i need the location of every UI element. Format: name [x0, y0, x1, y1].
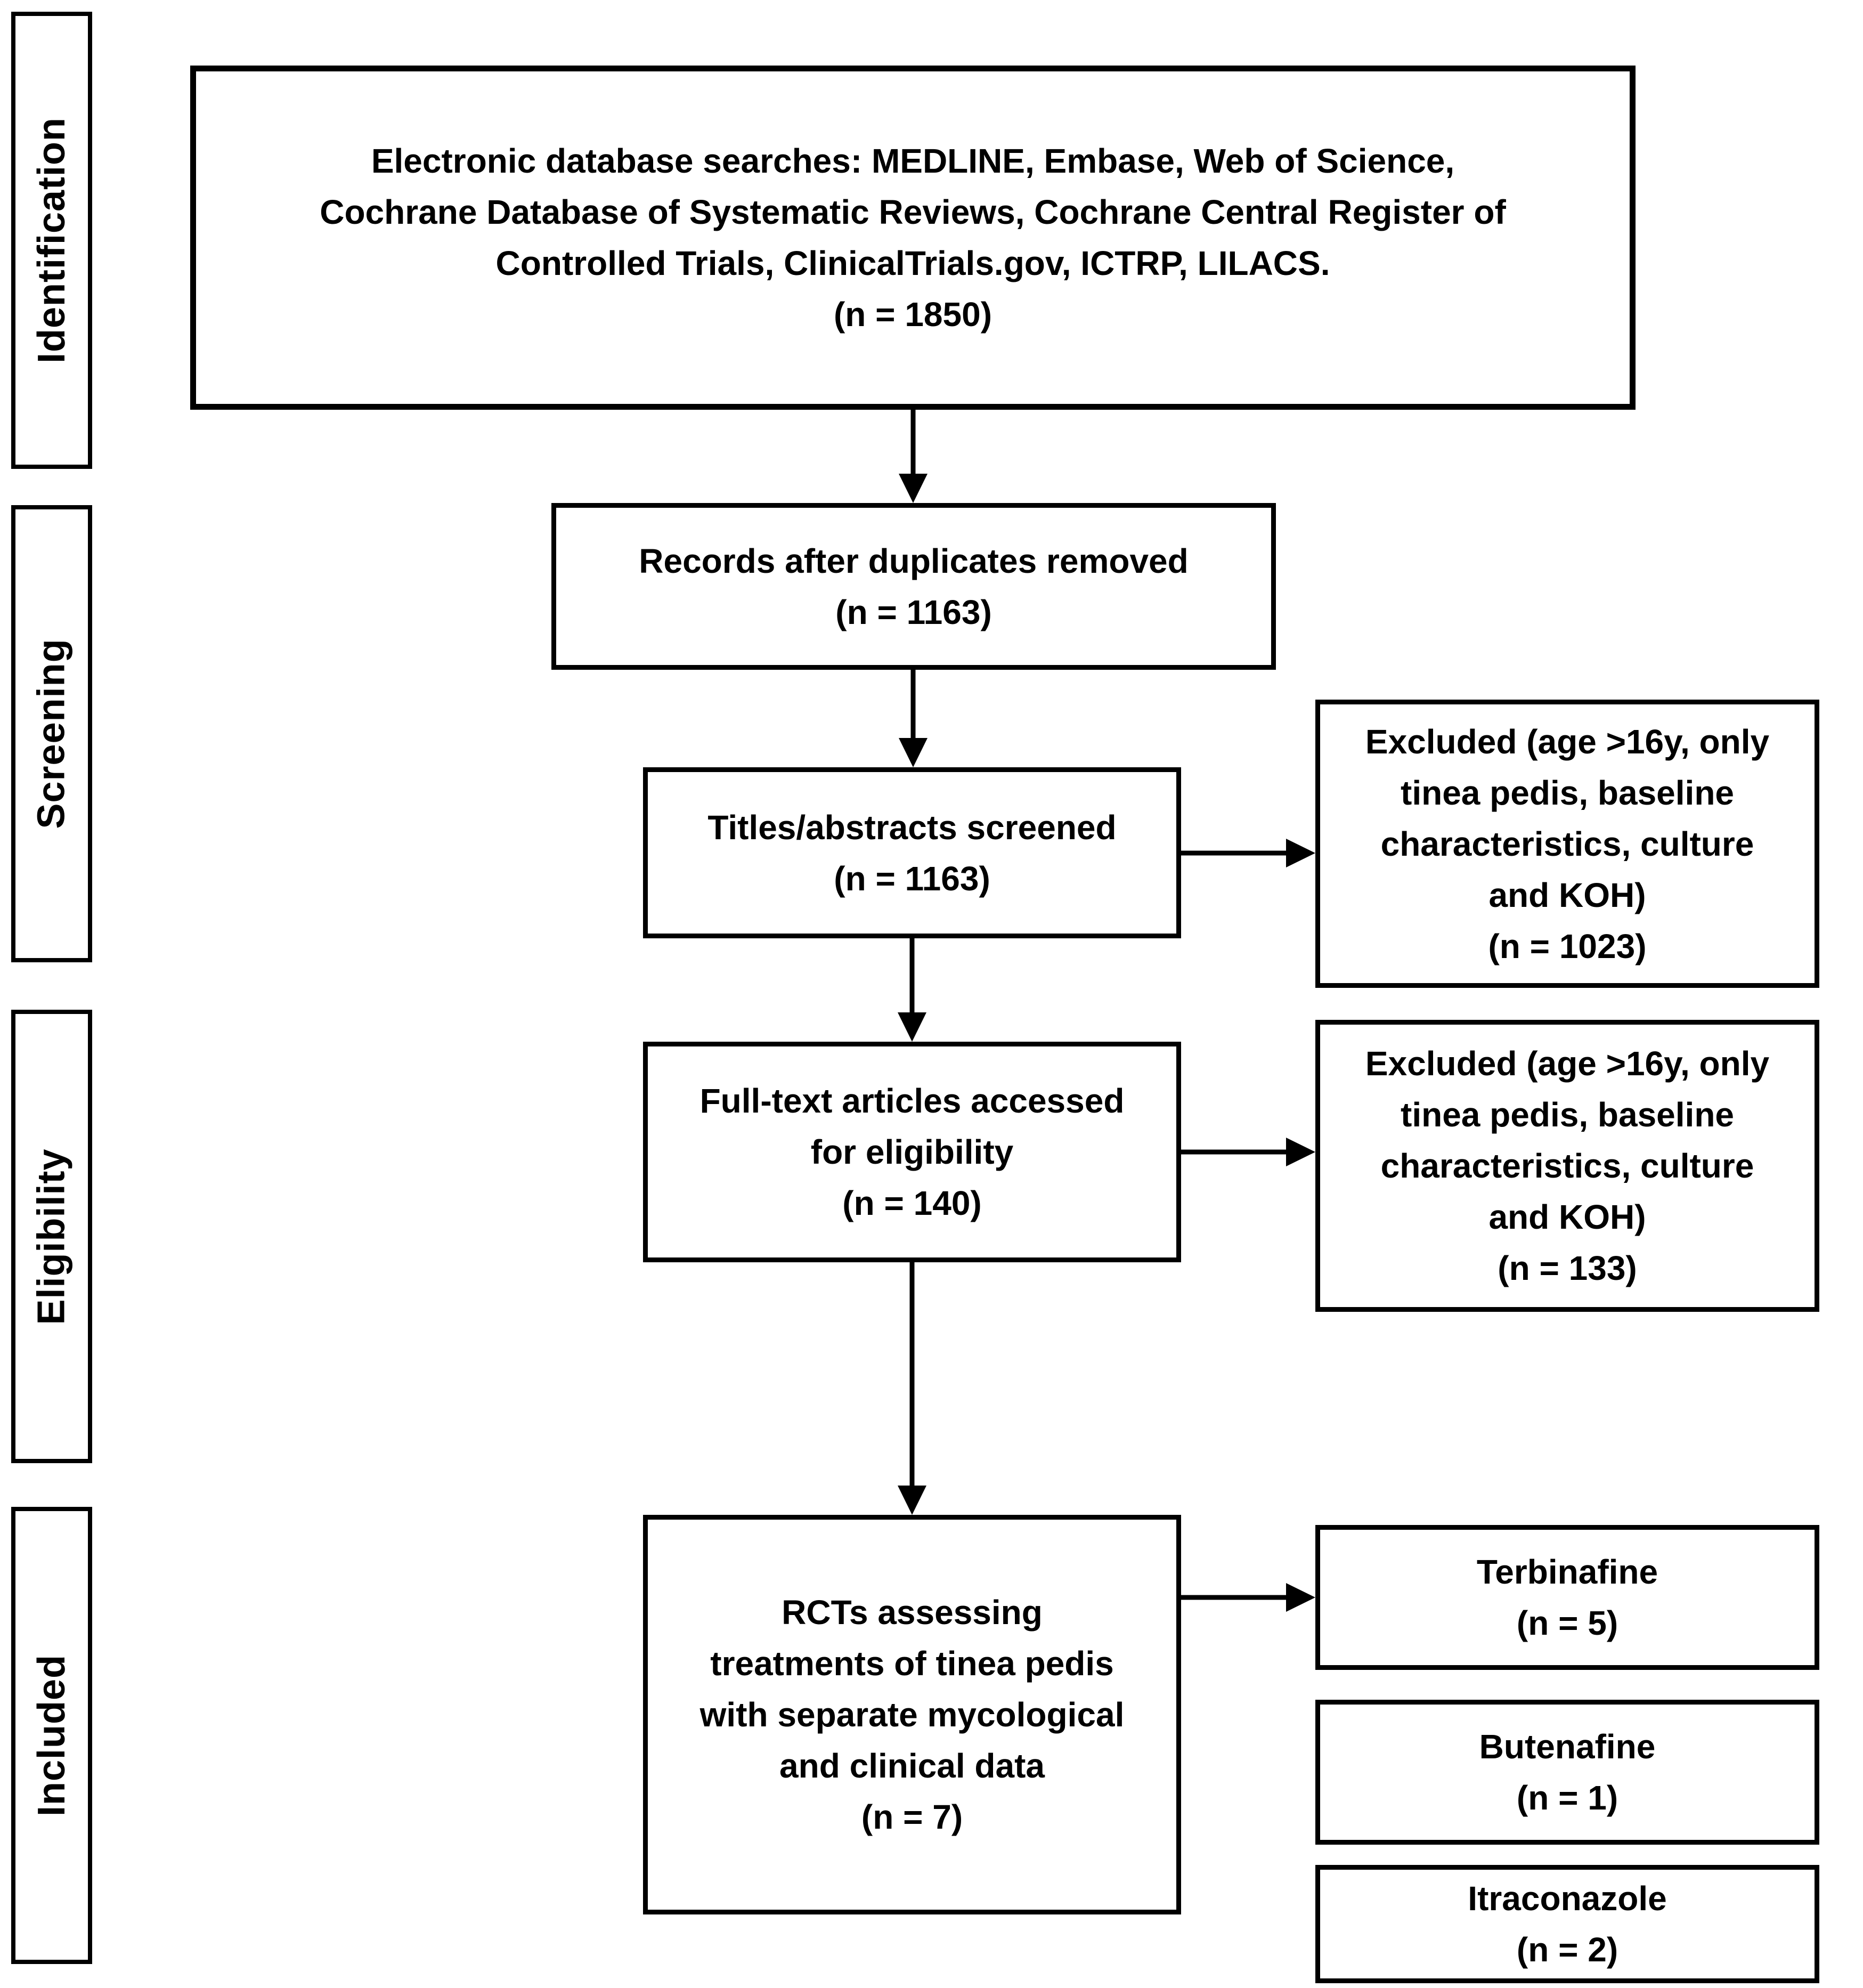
box-database-searches-count: (n = 1850): [833, 295, 992, 334]
box-butenafine: Butenafine (n = 1): [1315, 1700, 1819, 1845]
box-terbinafine-count: (n = 5): [1516, 1604, 1618, 1642]
box-included-rcts-count: (n = 7): [861, 1798, 963, 1836]
box-itraconazole: Itraconazole (n = 2): [1315, 1865, 1819, 1983]
arrow-search-to-records: [899, 410, 928, 503]
box-database-searches-text: Electronic database searches: MEDLINE, E…: [320, 142, 1506, 282]
box-records-after-duplicates-count: (n = 1163): [835, 593, 992, 631]
box-records-after-duplicates-text: Records after duplicates removed: [639, 541, 1189, 580]
arrow-fulltext-to-rcts: [898, 1262, 926, 1515]
box-excluded-screening-count: (n = 1023): [1488, 927, 1647, 965]
arrow-records-to-titles: [899, 670, 928, 767]
box-terbinafine-text: Terbinafine: [1476, 1553, 1658, 1591]
box-titles-abstracts-screened-text: Titles/abstracts screened: [707, 808, 1117, 847]
box-titles-abstracts-screened-count: (n = 1163): [834, 859, 990, 898]
box-terbinafine: Terbinafine (n = 5): [1315, 1525, 1819, 1670]
box-itraconazole-text: Itraconazole: [1468, 1879, 1667, 1918]
box-excluded-screening: Excluded (age >16y, only tinea pedis, ba…: [1315, 700, 1819, 988]
arrow-rcts-to-terbinafine: [1181, 1583, 1315, 1612]
stage-box-identification: Identification: [11, 12, 92, 469]
stage-label-screening: Screening: [30, 638, 73, 829]
stage-box-eligibility: Eligibility: [11, 1010, 92, 1463]
box-excluded-eligibility-text: Excluded (age >16y, only tinea pedis, ba…: [1365, 1044, 1770, 1236]
box-itraconazole-count: (n = 2): [1516, 1930, 1618, 1969]
arrow-titles-to-fulltext: [898, 938, 926, 1042]
box-fulltext-assessed: Full-text articles accessed for eligibil…: [643, 1042, 1181, 1262]
box-fulltext-assessed-text: Full-text articles accessed for eligibil…: [699, 1082, 1125, 1171]
box-butenafine-text: Butenafine: [1479, 1727, 1656, 1766]
box-butenafine-count: (n = 1): [1516, 1779, 1618, 1817]
box-included-rcts-text: RCTs assessing treatments of tinea pedis…: [699, 1593, 1125, 1785]
stage-label-eligibility: Eligibility: [30, 1148, 73, 1325]
box-titles-abstracts-screened: Titles/abstracts screened (n = 1163): [643, 767, 1181, 938]
stage-box-screening: Screening: [11, 505, 92, 962]
arrow-fulltext-to-excluded-eligibility: [1181, 1138, 1315, 1166]
box-records-after-duplicates: Records after duplicates removed (n = 11…: [551, 503, 1276, 670]
box-excluded-eligibility-count: (n = 133): [1498, 1249, 1637, 1287]
stage-box-included: Included: [11, 1507, 92, 1964]
box-excluded-eligibility: Excluded (age >16y, only tinea pedis, ba…: [1315, 1020, 1819, 1312]
box-included-rcts: RCTs assessing treatments of tinea pedis…: [643, 1515, 1181, 1914]
box-excluded-screening-text: Excluded (age >16y, only tinea pedis, ba…: [1365, 722, 1770, 914]
box-fulltext-assessed-count: (n = 140): [842, 1184, 982, 1222]
arrow-titles-to-excluded-screening: [1181, 839, 1315, 867]
stage-label-identification: Identification: [30, 117, 73, 363]
box-database-searches: Electronic database searches: MEDLINE, E…: [190, 66, 1636, 410]
stage-label-included: Included: [30, 1654, 74, 1817]
